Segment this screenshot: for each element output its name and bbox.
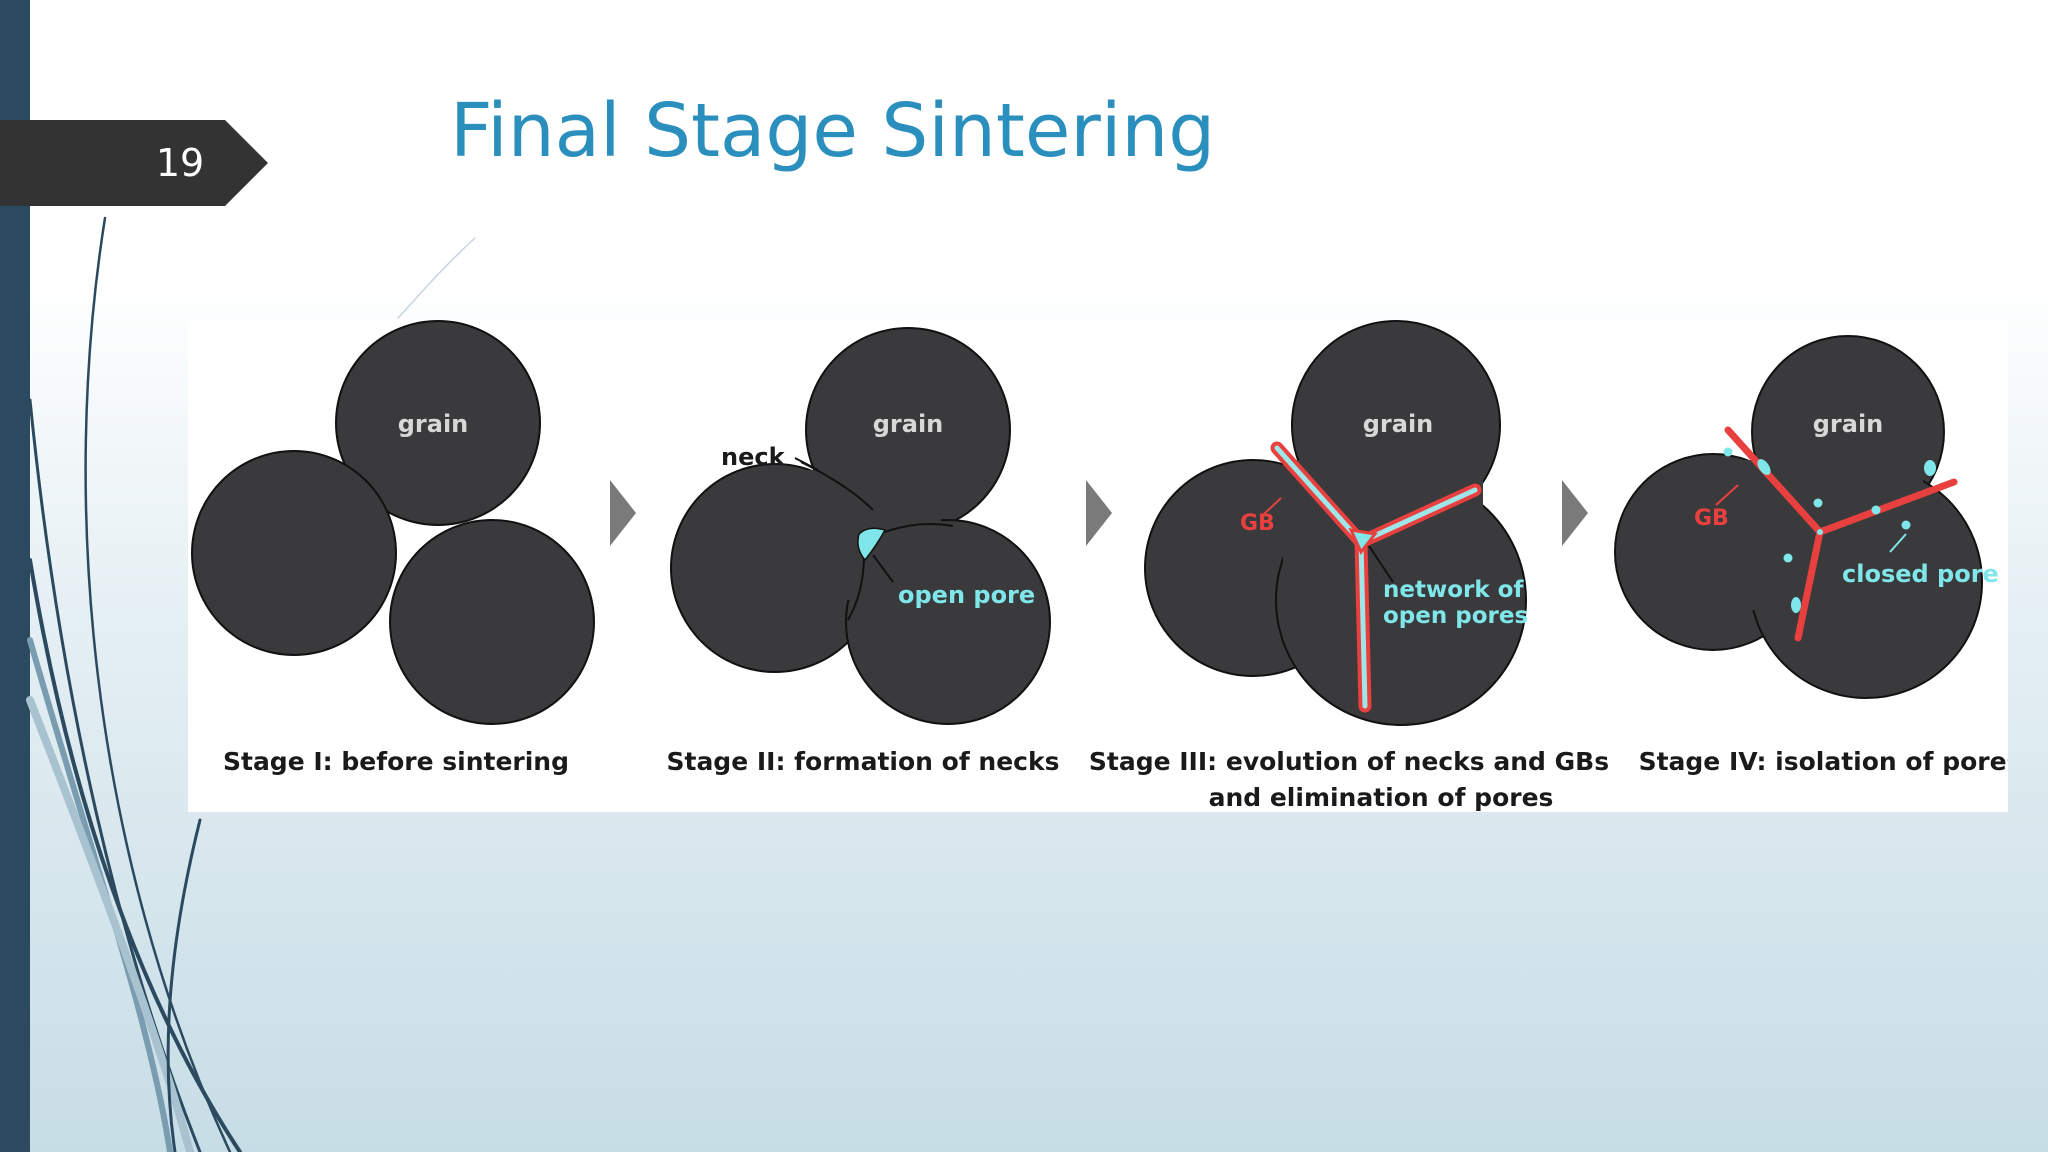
stage-arrow-icon <box>1086 480 1112 546</box>
stage1-caption: Stage I: before sintering <box>223 747 569 776</box>
stage3-open-pore <box>1348 528 1378 555</box>
stage2-caption: Stage II: formation of necks <box>666 747 1059 776</box>
stage-arrow-icon <box>610 480 636 546</box>
stage-arrow-icon <box>1562 480 1588 546</box>
stage4-closed-pore-label: closed pore <box>1842 560 1999 588</box>
slide-title: Final Stage Sintering <box>450 88 1216 174</box>
stage3-gb-label: GB <box>1240 511 1275 536</box>
stage2-open-pore-label: open pore <box>898 581 1035 609</box>
stage3-network-label-1: network of <box>1383 577 1524 603</box>
stage3-grain-label: grain <box>1363 410 1434 438</box>
stage1-diagram: grain Stage I: before sintering <box>191 320 595 776</box>
stage4-diagram: grain GB closed pore Stage IV: isolation… <box>1614 335 2008 776</box>
stage2-diagram: neck grain open pore Stage II: formation… <box>666 327 1060 776</box>
stage4-triple-junction-pore <box>1817 529 1823 535</box>
stage4-closed-pores <box>1723 447 1936 613</box>
stage1-grain-label: grain <box>398 410 469 438</box>
stage3-caption-1: Stage III: evolution of necks and GBs <box>1089 747 1609 776</box>
stage2-grain-label: grain <box>873 410 944 438</box>
stage3-network-label-2: open pores <box>1383 603 1528 629</box>
stage4-grain-label: grain <box>1813 410 1884 438</box>
sintering-stages-figure: grain Stage I: before sintering neck gra… <box>188 320 2008 812</box>
stage3-caption-2: and elimination of pores <box>1209 783 1554 812</box>
stage1-grain-left <box>191 450 397 656</box>
slide-number-tab <box>0 120 268 206</box>
slide-number: 19 <box>155 141 205 185</box>
stage4-gb-label: GB <box>1694 506 1729 531</box>
stage2-neck-label: neck <box>721 443 786 471</box>
stage4-caption: Stage IV: isolation of pores <box>1639 747 2008 776</box>
stage2-open-pore <box>857 527 887 562</box>
stage3-diagram: grain GB network of open pores Stage III… <box>1089 320 1609 812</box>
stage1-grain-top <box>335 320 541 526</box>
stage1-grain-right <box>389 519 595 725</box>
